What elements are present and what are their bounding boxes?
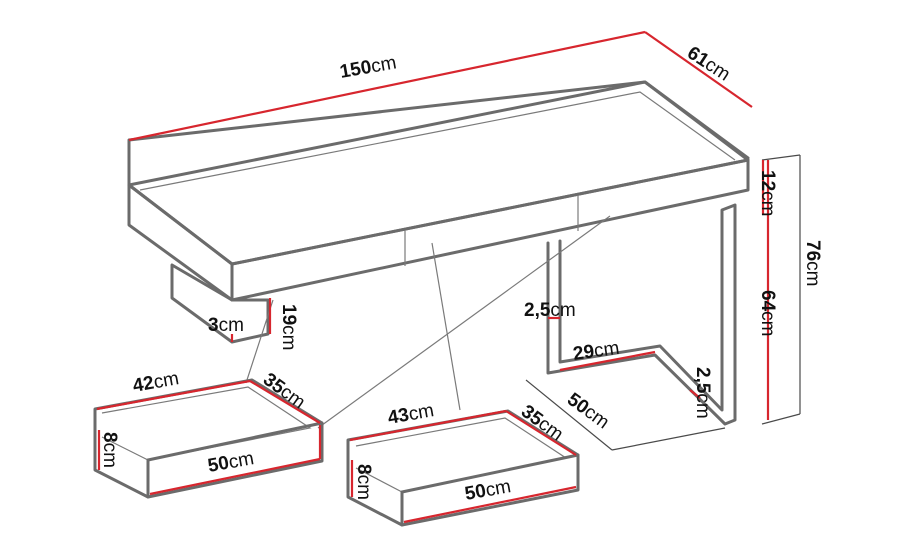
desk-top-tray xyxy=(139,91,736,191)
drawer-left-width-line xyxy=(96,379,251,411)
leader-left-drawer xyxy=(245,299,274,384)
labels: 150cm 61cm 12cm 64cm 76cm 19cm 3cm 2,5cm… xyxy=(99,43,823,505)
desk-front-face xyxy=(230,158,750,302)
label-cabinet-height: 19cm xyxy=(278,304,299,350)
label-desk-width: 150cm xyxy=(338,52,398,83)
label-drawer-left-front: 50cm xyxy=(206,448,255,477)
label-drawer-right-width: 43cm xyxy=(386,400,435,429)
label-drawer-right-front: 50cm xyxy=(463,476,512,505)
dim-leg-inner-line xyxy=(559,350,656,372)
desk-top-surface xyxy=(127,80,750,266)
label-leg-base-thickness: 2,5cm xyxy=(692,367,713,419)
desk-dimensions xyxy=(128,30,770,420)
desk-leg-frame xyxy=(546,203,737,426)
label-drawer-left-depth: 35cm xyxy=(259,369,309,413)
drawer-right xyxy=(346,409,580,527)
label-leg-height: 64cm xyxy=(757,290,778,336)
drawer-right-depth-line xyxy=(505,410,577,456)
desk-back-upstand xyxy=(127,80,750,187)
drawer-right-width-line xyxy=(349,409,507,442)
desk-left-face xyxy=(127,183,234,302)
desk xyxy=(127,80,750,429)
label-drawer-right-height: 8cm xyxy=(353,464,374,500)
dim-depth-line xyxy=(644,31,753,108)
desk-cabinet xyxy=(170,263,270,344)
label-leg-profile: 2,5cm xyxy=(524,300,576,321)
drawer-right-front-line xyxy=(403,485,577,524)
drawer-left-box xyxy=(93,378,324,499)
label-cabinet-thickness: 3cm xyxy=(208,315,244,336)
label-drawer-left-height: 8cm xyxy=(99,432,120,468)
leader-middle-drawer xyxy=(431,242,461,411)
dim-width-line xyxy=(128,30,646,142)
drawer-left-front-line xyxy=(149,457,321,496)
label-top-thickness: 12cm xyxy=(757,170,778,216)
dim-leg-base-line xyxy=(689,389,701,399)
drawer-left xyxy=(93,378,324,499)
label-desk-depth: 61cm xyxy=(683,43,733,86)
label-leg-base-depth: 50cm xyxy=(563,389,613,433)
leader-right-drawer xyxy=(317,215,611,429)
drawer-left-depth-line xyxy=(249,380,321,424)
label-drawer-left-width: 42cm xyxy=(131,368,180,397)
label-leg-inner-depth: 29cm xyxy=(572,338,621,365)
label-total-height: 76cm xyxy=(802,240,823,286)
dimension-guides xyxy=(525,154,801,451)
